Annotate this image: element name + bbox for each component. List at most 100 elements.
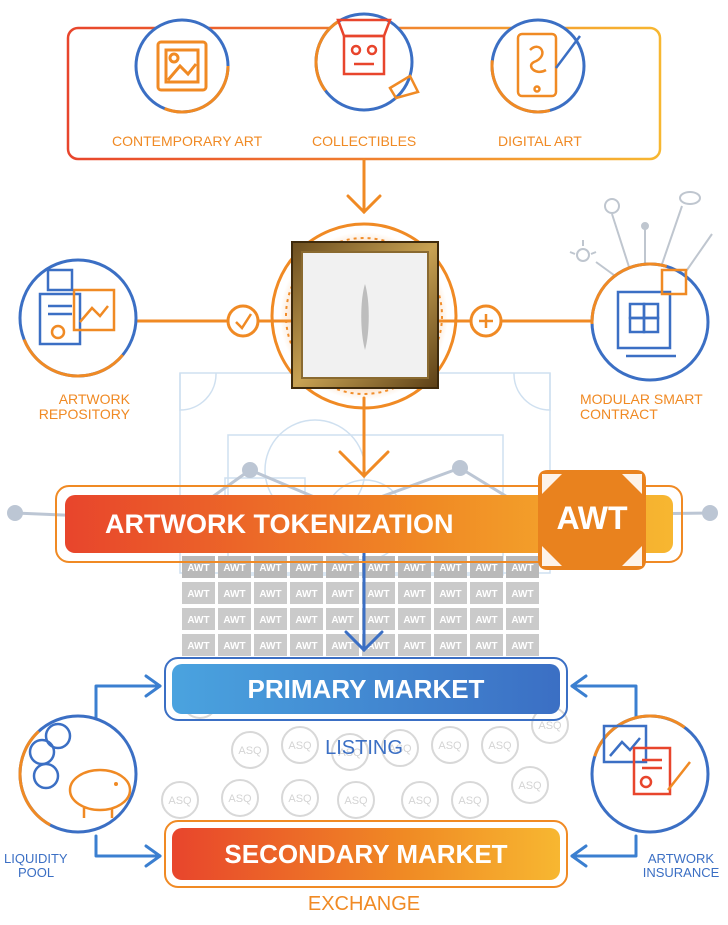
asq-watermark [221,779,259,817]
awt-token-chip [254,608,287,630]
awt-token-chip [434,634,467,656]
awt-token-chip [182,582,215,604]
central-artwork [270,222,458,410]
awt-token-chip-label: AWT [511,615,533,626]
awt-token-chip [470,634,503,656]
awt-token-chip-label: AWT [331,589,353,600]
tokenization-label: ARTWORK TOKENIZATION [105,508,454,539]
asq-watermark [451,781,489,819]
awt-token-chip [218,634,251,656]
awt-token-chip [290,582,323,604]
awt-token-chip-label: AWT [295,615,317,626]
modular-smart-contract-node [590,262,710,382]
awt-badge-label: AWT [556,500,628,536]
asq-watermark-label: ASQ [168,795,192,807]
asq-watermark [401,781,439,819]
asq-watermark [381,729,419,767]
awt-token-chip [254,582,287,604]
awt-token-chip [470,582,503,604]
awt-token-chip [182,634,215,656]
asq-watermark [161,781,199,819]
insurance-loop-arrows [570,674,638,868]
asq-watermark-label: ASQ [288,740,312,752]
awt-token-chip [362,582,395,604]
smart-contract-rays [569,191,713,281]
awt-token-chip [434,582,467,604]
primary-market-frame [164,657,568,721]
listing-caption: LISTING [325,737,403,759]
awt-token-chip [218,582,251,604]
awt-token-grid: AWT AWT AWT AWT AWT AWT AWT AWT AWT AWT AWT AWT AWT A… [182,556,539,656]
artwork-repository-node [18,258,138,378]
awt-token-chip-label: AWT [259,641,281,652]
asq-watermark-label: ASQ [388,743,412,755]
sources-arrow [346,158,382,215]
coins-piggybank-icon [28,722,132,818]
plus-connector-icon [469,304,503,338]
liquidity-pool-node [18,714,138,834]
awt-token-chip [254,634,287,656]
awt-token-chip-label: AWT [367,615,389,626]
asq-watermark-label: ASQ [338,747,362,759]
background-nodes [7,460,718,521]
awt-token-chip-label: AWT [259,615,281,626]
awt-token-chip-label: AWT [511,589,533,600]
awt-token-chip [470,608,503,630]
awt-token-chip-label: AWT [367,589,389,600]
awt-token-chip-label: AWT [259,589,281,600]
awt-token-chip-label: AWT [475,615,497,626]
awt-token-chip-label: AWT [403,589,425,600]
awt-token-chip-label: AWT [295,641,317,652]
awt-token-chip-label: AWT [403,641,425,652]
tablet-pen-icon [516,32,581,98]
asq-watermark-label: ASQ [458,795,482,807]
awt-token-chip-label: AWT [511,641,533,652]
artwork-insurance-label-line2: INSURANCE [642,864,720,880]
awt-token-chip-label: AWT [331,641,353,652]
awt-token-chip-label: AWT [223,589,245,600]
awt-token-chip-label: AWT [259,563,281,574]
awt-token-chip [290,634,323,656]
awt-token-chip [362,634,395,656]
awt-token-chip-label: AWT [187,615,209,626]
digital-art-node [490,18,586,114]
awt-token-chip-label: AWT [187,641,209,652]
awt-token-chip-label: AWT [295,589,317,600]
framed-picture-icon [156,40,208,92]
liquidity-pool-label-line2: POOL [18,864,55,880]
modular-smart-contract-label-line1: MODULAR SMART [580,391,703,407]
primary-market-bar: PRIMARY MARKET [172,664,560,714]
awt-token-chip-label: AWT [439,641,461,652]
artwork-repository-label-line1: ARTWORK [58,391,130,407]
tokenization-frame [55,485,683,563]
artwork-repository-label: ARTWORK REPOSITORY [30,392,130,421]
secondary-market-label: SECONDARY MARKET [224,838,508,869]
asq-watermark [231,731,269,769]
liquidity-pool-label-line1: LIQUIDITY [4,851,68,866]
asq-watermark-label: ASQ [408,795,432,807]
awt-token-chip-label: AWT [475,563,497,574]
liquidity-loop-arrows [94,674,162,868]
awt-token-chip-label: AWT [223,563,245,574]
awt-token-chip [326,608,359,630]
artwork-insurance-label: ARTWORK INSURANCE [636,852,726,879]
awt-token-chip-label: AWT [511,563,533,574]
asq-watermark [331,733,369,771]
liquidity-pool-label: LIQUIDITY POOL [4,852,84,879]
asq-watermark [337,781,375,819]
awt-token-chip-label: AWT [223,615,245,626]
exchange-caption: EXCHANGE [307,893,421,915]
awt-token-chip [326,634,359,656]
awt-token-chip [182,608,215,630]
awt-token-chip-label: AWT [439,615,461,626]
primary-arrow [344,550,384,653]
awt-token-chip-label: AWT [403,563,425,574]
contemporary-art-label: CONTEMPORARY ART [112,133,263,149]
awt-token-chip [398,582,431,604]
insurance-document-icon [602,724,691,796]
awt-token-chip [398,634,431,656]
asq-watermark-label: ASQ [238,745,262,757]
awt-token-chip [218,608,251,630]
collectibles-node [314,12,420,112]
puzzle-scroll-icon [616,268,688,358]
